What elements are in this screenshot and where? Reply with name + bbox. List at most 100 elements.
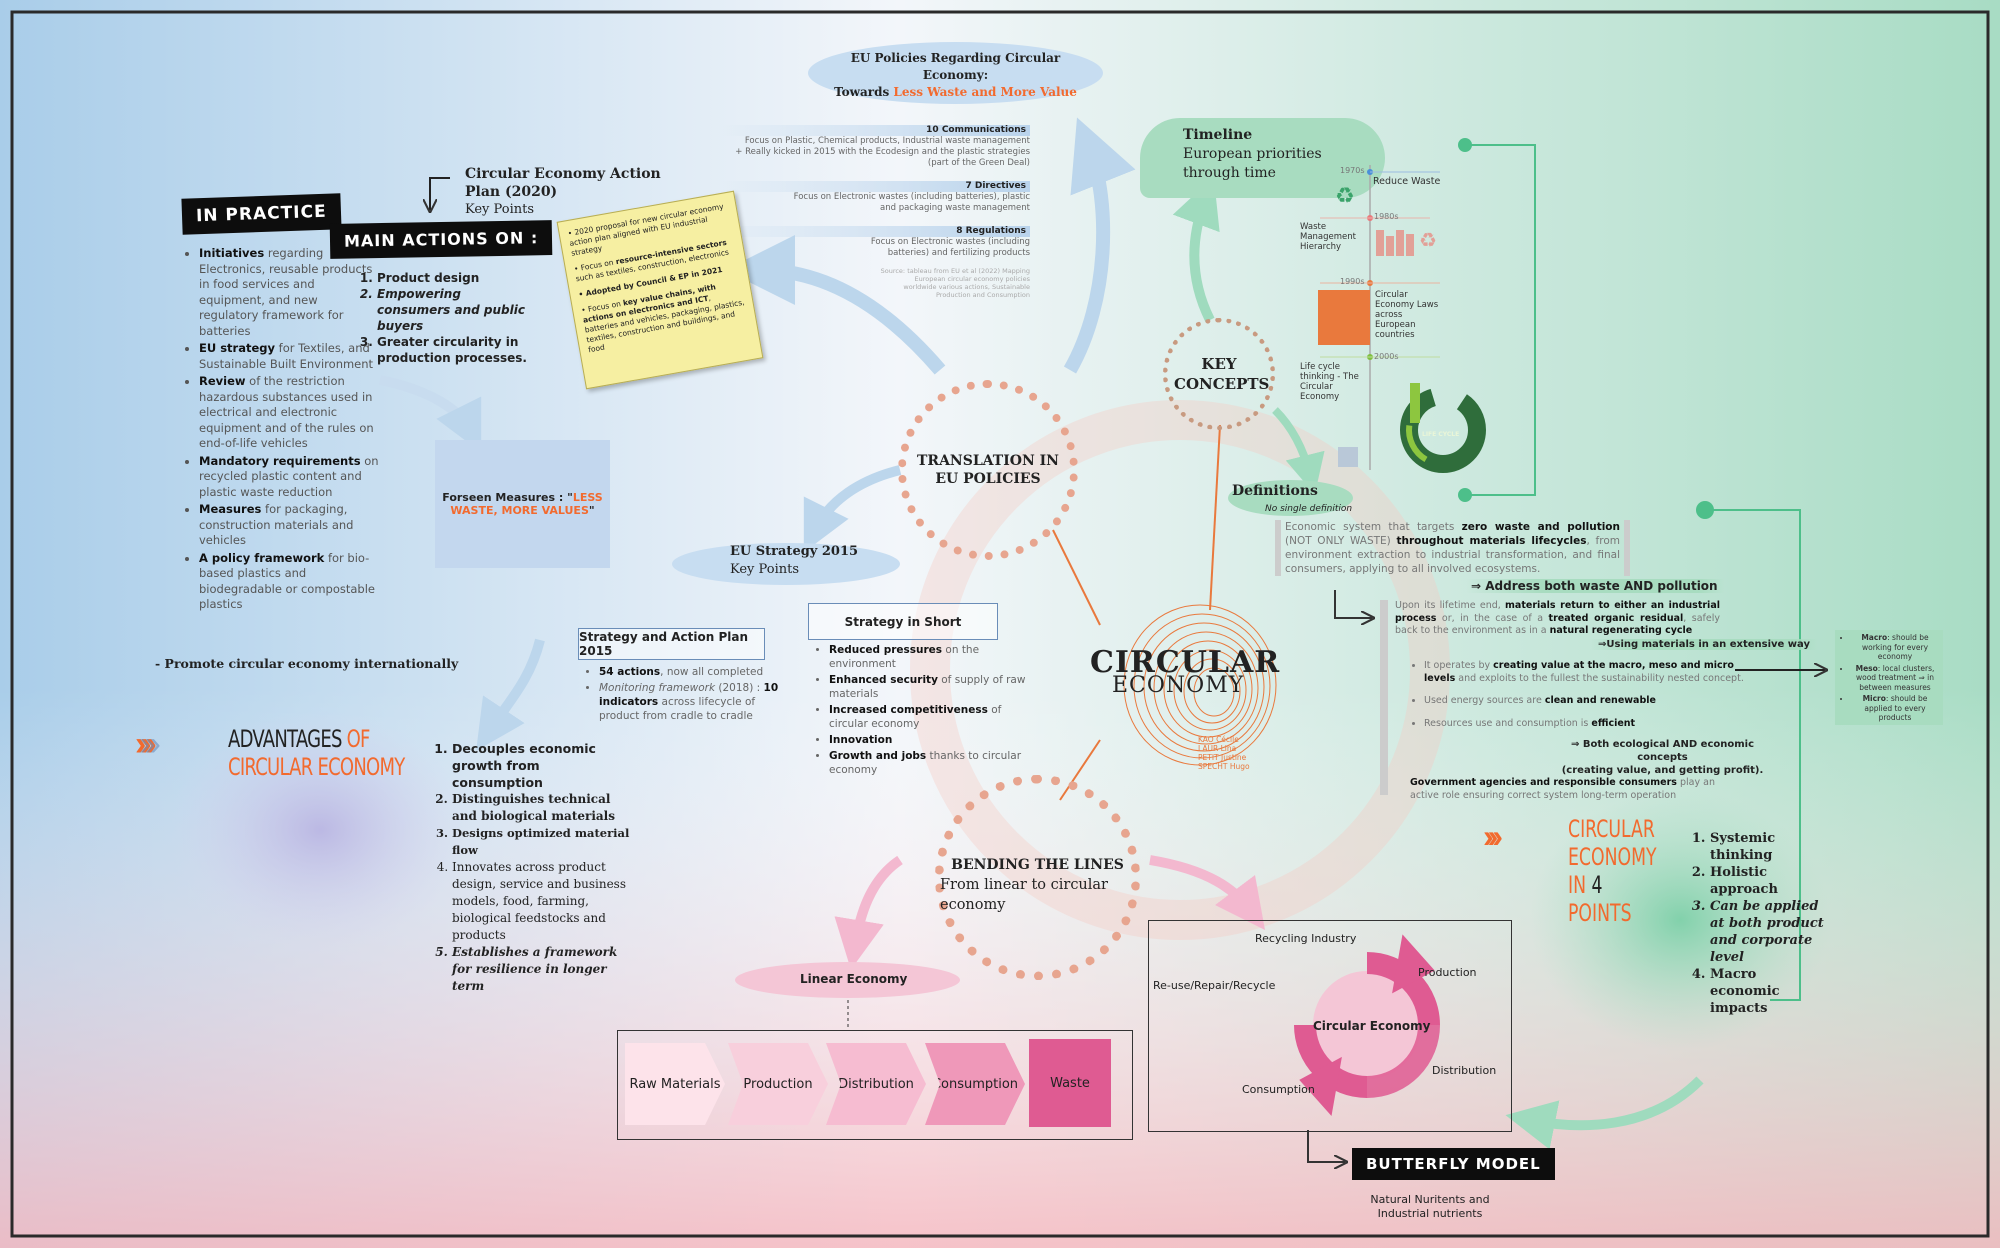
in-practice-item: Initiatives regarding Electronics, reusa… xyxy=(199,246,379,339)
circular-label-reuse: Re-use/Repair/Recycle xyxy=(1153,979,1276,992)
item-bold: Reduced pressures xyxy=(829,644,943,656)
item-bold: EU strategy xyxy=(199,341,275,355)
butterfly-caption-1: Natural Nuritents and xyxy=(1370,1193,1490,1206)
advantages-title-a: ADVANTAGES xyxy=(228,725,347,753)
four-points-title-a: CIRCULAR xyxy=(1568,815,1655,843)
item-text: regarding Electronics, reusable products… xyxy=(199,246,373,338)
level-bold: Meso xyxy=(1855,663,1878,673)
timeline-year-2000s: 2000s xyxy=(1374,352,1399,361)
in-practice-label: IN PRACTICE xyxy=(181,193,342,235)
definition-arrow2: ⇒Using materials in an extensive way xyxy=(1590,639,1818,650)
advantage-item: Distinguishes technical and biological m… xyxy=(452,791,632,825)
item-bold: Review xyxy=(199,374,246,388)
timeline-subtitle-2: through time xyxy=(1183,165,1276,181)
four-points-title-c: IN xyxy=(1568,871,1592,899)
strategy-plan-box: Strategy and Action Plan 2015 xyxy=(578,628,765,660)
strategy-short-box: Strategy in Short xyxy=(808,603,998,640)
strategy-short-item: Reduced pressures on the environment xyxy=(829,643,1029,671)
center-subtitle: ECONOMY xyxy=(1112,673,1245,698)
level-bold: Micro xyxy=(1862,694,1886,703)
item-text: on recycled plastic content and plastic … xyxy=(199,453,379,499)
item-text: for Textiles, and Sustainable Built Envi… xyxy=(199,341,374,371)
definition-bullet: It operates by creating value at the mac… xyxy=(1424,660,1754,685)
directives-text1: Focus on Electronic wastes (including ba… xyxy=(793,192,1030,202)
eu-policies-details: 10 Communications Focus on Plastic, Chem… xyxy=(720,125,1030,299)
strategy-short-list: Reduced pressures on the environment Enh… xyxy=(815,643,1029,779)
four-points-list: Systemic thinking Holistic approach Can … xyxy=(1688,830,1830,1017)
def-text: It operates by xyxy=(1424,660,1494,671)
strategy-short-item: Growth and jobs thanks to circular econo… xyxy=(829,749,1029,777)
eu-strategy-title: EU Strategy 2015 xyxy=(730,544,859,559)
in-practice-item: A policy framework for bio-based plastic… xyxy=(199,551,379,613)
def-bold: Government agencies and responsible cons… xyxy=(1410,777,1677,788)
linear-step-consumption: Consumption xyxy=(925,1043,1025,1125)
strategy-short-item: Enhanced security of supply of raw mater… xyxy=(829,673,1029,701)
def-text: or, in the case of a xyxy=(1436,612,1549,624)
in-practice-item: EU strategy for Textiles, and Sustainabl… xyxy=(199,341,379,372)
main-action-item: Greater circularity in production proces… xyxy=(377,334,537,366)
timeline-axis xyxy=(1320,165,1440,470)
eu-policies-header xyxy=(808,42,1103,104)
bending-lines-text: BENDING THE LINES From linear to circula… xyxy=(940,855,1135,915)
def-text: Economic system that targets xyxy=(1285,521,1462,533)
four-points-item: Systemic thinking xyxy=(1710,830,1830,864)
timeline-label-life-cycle: Life cycle thinking - The Circular Econo… xyxy=(1300,362,1359,402)
communications-head: 10 Communications xyxy=(720,125,1030,136)
advantages-title-b: OF xyxy=(346,725,371,753)
bending-title: BENDING THE LINES xyxy=(951,857,1124,873)
level-text: : should be applied to every products xyxy=(1864,694,1928,722)
communications-text3: (part of the Green Deal) xyxy=(927,158,1030,168)
action-plan-title-line1: Circular Economy Action xyxy=(465,166,661,182)
circular-diagram-box xyxy=(1148,920,1512,1132)
advantages-chevron-blue-icon: ››› xyxy=(139,725,161,763)
translation-node-label: TRANSLATION IN EU POLICIES xyxy=(917,453,1059,487)
life-cycle-diagram xyxy=(1400,383,1486,473)
recycle-bin-icon: ♻ xyxy=(1335,183,1355,208)
levels-box: Macro: should be working for every econo… xyxy=(1835,630,1943,725)
def-bold: materials return to either an industrial… xyxy=(1395,600,1720,624)
timeline-cloud xyxy=(1140,118,1385,198)
arrow3-line2: (creating value, and getting profit). xyxy=(1561,765,1764,776)
circular-diagram-center: Circular Economy xyxy=(1313,1019,1431,1033)
definition-side-bar xyxy=(1380,600,1388,795)
europe-map-icon xyxy=(1318,290,1370,345)
timeline-year-1980s: 1980s xyxy=(1374,212,1399,221)
item-text: , now all completed xyxy=(660,666,764,678)
item-text: thanks to circular economy xyxy=(829,750,1022,776)
item-bold: Measures xyxy=(199,502,262,516)
bending-lines-node xyxy=(935,775,1140,980)
level-item: Meso: local clusters, wood treatment ⇒ i… xyxy=(1851,664,1939,693)
definitions-title: Definitions xyxy=(1232,483,1318,499)
advantages-list: Decouples economic growth from consumpti… xyxy=(430,740,632,995)
communications-text1: Focus on Plastic, Chemical products, Ind… xyxy=(744,136,1030,146)
def-bold: zero waste and pollution xyxy=(1461,521,1620,533)
factory-icon xyxy=(1376,226,1416,256)
bending-subtitle: From linear to circular economy xyxy=(940,877,1108,913)
four-points-title-d: 4 xyxy=(1591,871,1603,899)
advantage-item: Establishes a framework for resilience i… xyxy=(452,944,632,995)
four-points-title-b: ECONOMY xyxy=(1568,843,1657,871)
linear-economy-title: Linear Economy xyxy=(800,972,908,986)
life-cycle-label: LIFE CYCLE xyxy=(1422,431,1460,438)
def-bold: natural regenerating cycle xyxy=(1549,625,1693,636)
placeholder-square-icon xyxy=(1338,447,1358,467)
eu-policies-source: Source: tableau from EU et al (2022) Map… xyxy=(720,267,1030,299)
item-bold: Growth and jobs xyxy=(829,750,927,762)
eu-policies-title: EU Policies Regarding Circular Economy: … xyxy=(808,50,1103,101)
eu-strategy-subtitle: Key Points xyxy=(730,562,800,577)
butterfly-model-label: BUTTERFLY MODEL xyxy=(1352,1148,1555,1180)
item-text: on the environment xyxy=(829,644,980,670)
source-line1: Source: tableau from EU et al (2022) Map… xyxy=(880,267,1030,275)
in-practice-item: Review of the restriction hazardous subs… xyxy=(199,374,379,452)
def-bold: throughout materials lifecycles xyxy=(1396,535,1587,547)
source-line3: worldwide various actions, Sustainable xyxy=(903,283,1030,291)
timeline-title-text: Timeline xyxy=(1183,127,1253,143)
timeline-year-1990s: 1990s xyxy=(1340,277,1365,286)
circular-arrows-graphic xyxy=(1294,934,1440,1117)
foreseen-suffix: " xyxy=(588,504,595,517)
linear-economy-box xyxy=(617,1030,1133,1140)
eu-strategy-2015: EU Strategy 2015 Key Points xyxy=(730,543,858,579)
item-bold: A policy framework xyxy=(199,550,325,565)
four-points-item: Macro economic impacts xyxy=(1710,966,1830,1017)
circular-label-production: Production xyxy=(1418,966,1477,979)
